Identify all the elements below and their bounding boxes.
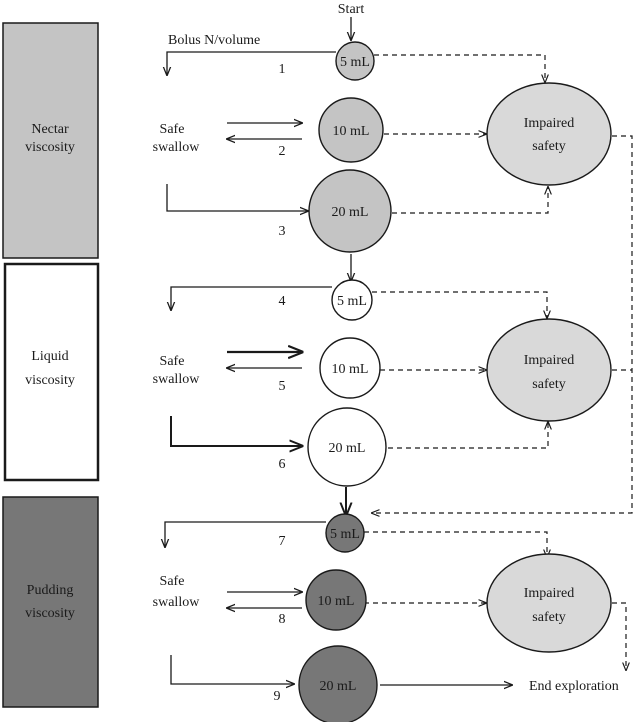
liquid-impaired-line2: safety: [532, 377, 565, 392]
liquid-10ml-node: [319, 337, 381, 399]
pudding-5ml-node: [325, 513, 365, 553]
pudding-safe-line1: Safe: [160, 574, 185, 589]
step-number-2: 2: [279, 144, 286, 159]
liquid-bar-box: [3, 262, 100, 482]
connector-liquid-20ml: [388, 422, 548, 449]
nectar-bar-box: [2, 22, 99, 259]
pudding-impaired-line1: Impaired: [524, 586, 575, 601]
flow-safe-to-nectar-20ml: [166, 184, 308, 211]
pudding-5ml-label: 5 mL: [330, 527, 360, 542]
connector-nectar-5ml: [374, 54, 545, 82]
pudding-label-line1: Pudding: [27, 583, 74, 598]
nectar-20ml-node: [308, 169, 392, 253]
liquid-5ml-node: [331, 279, 373, 321]
nectar-10ml-label: 10 mL: [333, 124, 370, 139]
step-number-8: 8: [279, 612, 286, 627]
liquid-20ml-label: 20 mL: [329, 441, 366, 456]
flow-safe-to-liquid-20ml: [170, 416, 302, 446]
step-number-3: 3: [279, 224, 286, 239]
liquid-impaired-node: [486, 318, 612, 422]
start-label: Start: [338, 2, 365, 17]
pudding-bar-box: [2, 496, 99, 708]
liquid-safe-line1: Safe: [160, 354, 185, 369]
bolus-volume-header: Bolus N/volume: [168, 33, 260, 48]
pudding-label-line2: viscosity: [25, 606, 75, 621]
nectar-impaired-node: [486, 82, 612, 186]
liquid-safe-line2: swallow: [153, 372, 201, 387]
viscosity-bar-nectar: Nectar viscosity: [2, 22, 99, 259]
flow-nectar-5ml-to-safe: [167, 51, 336, 75]
volume-nodes: [298, 41, 392, 722]
impaired-connectors: [364, 54, 633, 670]
step-number-6: 6: [279, 457, 286, 472]
pudding-impaired-line2: safety: [532, 610, 565, 625]
nectar-10ml-node: [318, 97, 384, 163]
connector-liquid-5ml: [372, 291, 547, 318]
pudding-10ml-label: 10 mL: [318, 594, 355, 609]
nectar-20ml-label: 20 mL: [332, 205, 369, 220]
end-exploration-label: End exploration: [529, 679, 619, 694]
nectar-impaired-line1: Impaired: [524, 116, 575, 131]
nectar-label-line2: viscosity: [25, 140, 75, 155]
liquid-label-line2: viscosity: [25, 373, 75, 388]
connector-nectar-impaired-to-pudding: [372, 135, 633, 513]
connector-pudding-5ml: [364, 531, 547, 557]
step-number-5: 5: [279, 379, 286, 394]
pudding-safe-line2: swallow: [153, 595, 201, 610]
step-number-9: 9: [274, 689, 281, 704]
viscosity-bar-liquid: Liquid viscosity: [3, 262, 100, 482]
nectar-impaired-line2: safety: [532, 139, 565, 154]
liquid-impaired-line1: Impaired: [524, 353, 575, 368]
safe-flow-lines: [165, 51, 512, 685]
liquid-10ml-label: 10 mL: [332, 362, 369, 377]
flow-safe-to-pudding-20ml: [170, 655, 294, 684]
step-number-1: 1: [279, 62, 286, 77]
nectar-safe-line1: Safe: [160, 122, 185, 137]
connector-pudding-impaired-down: [612, 602, 626, 670]
step-number-4: 4: [279, 294, 286, 309]
impaired-nodes: [486, 82, 612, 653]
nectar-safe-line2: swallow: [153, 140, 201, 155]
pudding-20ml-node: [298, 645, 378, 722]
liquid-5ml-label: 5 mL: [337, 294, 367, 309]
pudding-20ml-label: 20 mL: [320, 679, 357, 694]
viscosity-bar-pudding: Pudding viscosity: [2, 496, 99, 708]
step-number-7: 7: [279, 534, 286, 549]
liquid-label-line1: Liquid: [31, 349, 68, 364]
pudding-impaired-node: [486, 553, 612, 653]
liquid-20ml-node: [307, 407, 387, 487]
flow-liquid-5ml-to-safe: [171, 286, 332, 310]
connector-nectar-20ml: [392, 187, 548, 214]
nectar-5ml-label: 5 mL: [340, 55, 370, 70]
nectar-label-line1: Nectar: [31, 122, 69, 137]
nectar-5ml-node: [335, 41, 375, 81]
pudding-10ml-node: [305, 569, 367, 631]
flow-pudding-5ml-to-safe: [165, 521, 326, 547]
